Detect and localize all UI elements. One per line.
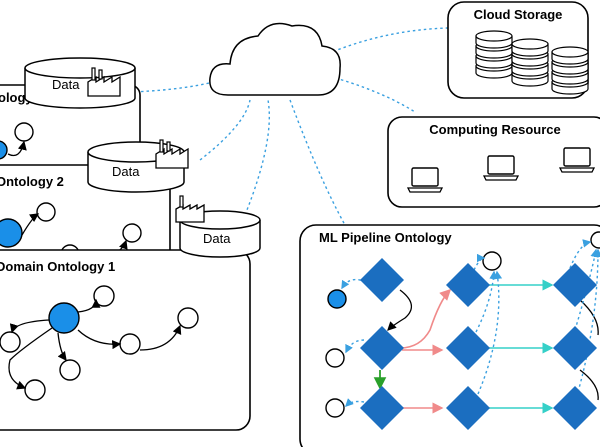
pipeline-node [482, 251, 502, 271]
domain-ontology-1-title: Domain Ontology 1 [0, 259, 115, 274]
network-links [129, 27, 449, 226]
factory-icon [175, 195, 205, 223]
pipeline-step-diamond [446, 326, 490, 370]
ontology-2-title: Ontology 2 [0, 174, 64, 189]
pipeline-step-diamond [446, 263, 490, 307]
pipeline-node-blue [327, 289, 347, 309]
data-label-b: Data [112, 164, 140, 179]
data-store-b: Data [87, 139, 189, 193]
computing-resource-title: Computing Resource [429, 122, 560, 137]
pipeline-step-diamond [360, 386, 404, 430]
laptop-icon [558, 147, 596, 173]
pipeline-step-diamond [553, 326, 597, 370]
pipeline-diamonds [360, 258, 597, 430]
cloud-icon [209, 22, 341, 96]
pipeline-step-diamond [553, 386, 597, 430]
pipeline-node [590, 231, 600, 249]
pipeline-step-diamond [360, 258, 404, 302]
data-store-c: Data [175, 195, 261, 258]
cloud-storage-title: Cloud Storage [474, 7, 563, 22]
factory-icon [155, 139, 189, 169]
pipeline-node [325, 348, 345, 368]
data-store-a: Data [24, 57, 136, 109]
disk-stack-icon [551, 46, 589, 95]
data-label-a: Data [52, 77, 80, 92]
cloud-storage-box: Cloud Storage [447, 1, 589, 99]
ml-pipeline-ontology-box: ML Pipeline Ontology [299, 224, 600, 447]
laptop-icon [406, 167, 444, 193]
computing-resource-box: Computing Resource [387, 116, 600, 208]
factory-icon [87, 67, 121, 97]
disk-stack-icon [511, 38, 549, 87]
pipeline-step-diamond [553, 263, 597, 307]
pipeline-step-diamond [446, 386, 490, 430]
data-label-c: Data [203, 231, 231, 246]
pipeline-step-diamond [360, 326, 404, 370]
ml-pipeline-title: ML Pipeline Ontology [319, 230, 452, 245]
laptop-icon [482, 155, 520, 181]
domain-ontology-1-box: Domain Ontology 1 [0, 249, 251, 431]
disk-stack-icon [475, 30, 513, 79]
pipeline-node [325, 398, 345, 418]
